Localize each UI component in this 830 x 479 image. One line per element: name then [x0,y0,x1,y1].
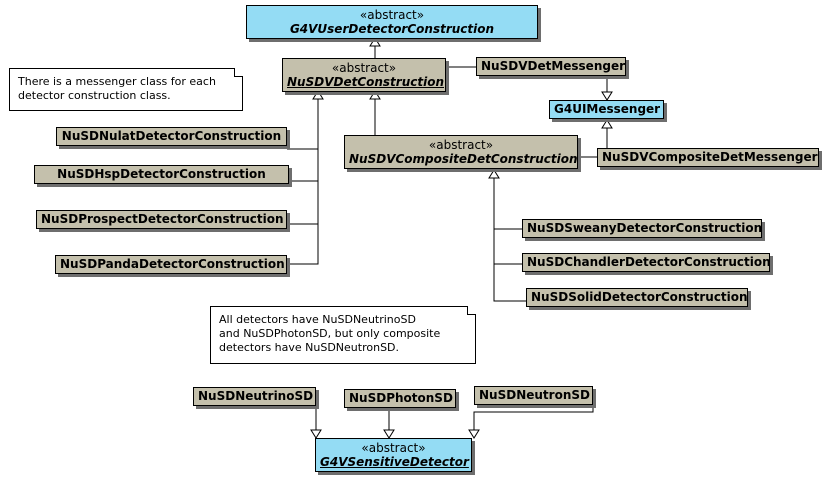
class-name: NuSDNulatDetectorConstruction [61,129,282,143]
class-name: NuSDChandlerDetectorConstruction [527,255,771,269]
edge-left-detectors-trunk [287,99,319,265]
class-name: NuSDNeutrinoSD [198,389,314,403]
note-text: There is a messenger class for each dete… [18,75,216,102]
class-name: NuSDProspectDetectorConstruction [41,212,284,226]
class-name: G4VSensitiveDetector [320,455,469,469]
generalization-arrowhead [601,91,613,101]
note-fold [467,306,476,315]
class-nusdv-det-construction[interactable]: «abstract» NuSDVDetConstruction [282,58,446,92]
stereotype-label: «abstract» [359,8,425,22]
note-text: All detectors have NuSDNeutrinoSD and Nu… [219,313,441,354]
note-sensitive-detectors: All detectors have NuSDNeutrinoSD and Nu… [210,306,476,364]
class-header: «abstract» G4VSensitiveDetector [316,439,471,471]
generalization-arrowhead [310,429,322,439]
class-nusdv-composite-det-messenger[interactable]: NuSDVCompositeDetMessenger [597,148,819,167]
class-name: NuSDSweanyDetectorConstruction [527,221,763,235]
class-header: «abstract» G4VUserDetectorConstruction [247,6,537,38]
class-name: NuSDVCompositeDetMessenger [602,150,818,164]
class-g4ui-messenger[interactable]: G4UIMessenger [549,100,664,119]
class-nusd-neutron-sd[interactable]: NuSDNeutronSD [474,386,593,405]
note-messenger: There is a messenger class for each dete… [9,68,243,111]
generalization-arrowhead [369,90,381,100]
class-nusd-hsp-detector-construction[interactable]: NuSDHspDetectorConstruction [34,165,289,184]
class-nusd-sweany-detector-construction[interactable]: NuSDSweanyDetectorConstruction [522,219,762,238]
stereotype-label: «abstract» [428,138,494,152]
class-nusd-nulat-detector-construction[interactable]: NuSDNulatDetectorConstruction [56,127,287,146]
generalization-arrowhead [488,169,500,179]
class-name: NuSDVDetConstruction [287,75,444,89]
class-g4v-user-detector-construction[interactable]: «abstract» G4VUserDetectorConstruction [246,5,538,39]
class-name: NuSDHspDetectorConstruction [57,167,266,181]
generalization-arrowhead [312,90,324,100]
class-nusd-prospect-detector-construction[interactable]: NuSDProspectDetectorConstruction [36,210,287,229]
stereotype-label: «abstract» [361,441,426,455]
class-name: NuSDSolidDetectorConstruction [531,290,748,304]
class-g4v-sensitive-detector[interactable]: «abstract» G4VSensitiveDetector [315,438,472,472]
edge-neutron-sd [473,402,594,430]
class-name: NuSDVCompositeDetConstruction [349,152,578,166]
generalization-arrowhead [601,119,613,129]
class-nusdv-composite-det-construction[interactable]: «abstract» NuSDVCompositeDetConstruction [344,135,578,169]
edge-right-detectors-trunk [493,178,526,302]
class-name: NuSDPhotonSD [349,391,453,405]
class-header: «abstract» NuSDVCompositeDetConstruction [345,136,578,168]
generalization-arrowhead [383,429,395,439]
class-name: NuSDNeutronSD [479,388,590,402]
note-fold [234,68,243,77]
class-name: G4VUserDetectorConstruction [289,22,495,36]
generalization-arrowhead [468,429,480,439]
class-nusd-chandler-detector-construction[interactable]: NuSDChandlerDetectorConstruction [522,253,771,272]
class-nusd-solid-detector-construction[interactable]: NuSDSolidDetectorConstruction [526,288,748,307]
stereotype-label: «abstract» [331,61,397,75]
class-nusd-panda-detector-construction[interactable]: NuSDPandaDetectorConstruction [55,255,287,274]
class-name: NuSDPandaDetectorConstruction [60,257,285,271]
class-name: NuSDVDetMessenger [481,59,626,73]
class-header: «abstract» NuSDVDetConstruction [283,59,445,91]
class-nusd-photon-sd[interactable]: NuSDPhotonSD [344,389,456,408]
generalization-arrowhead [369,37,381,47]
class-name: G4UIMessenger [554,102,661,116]
class-nusd-neutrino-sd[interactable]: NuSDNeutrinoSD [193,387,316,406]
class-nusdv-det-messenger[interactable]: NuSDVDetMessenger [476,57,626,76]
